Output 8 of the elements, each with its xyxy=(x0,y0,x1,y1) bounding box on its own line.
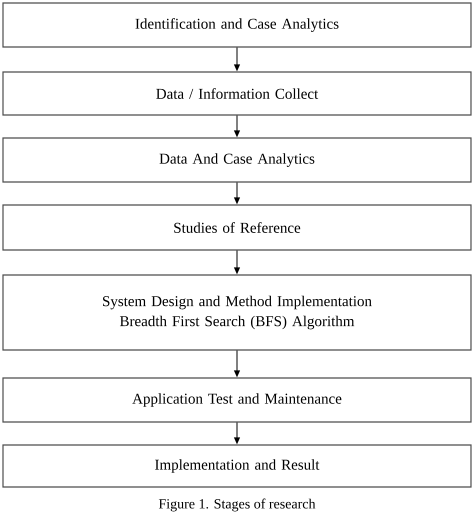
process-box: Application Test and Maintenance xyxy=(2,377,472,423)
process-box: System Design and Method Implementation Breadth First Search (BFS) Algorithm xyxy=(2,274,472,351)
process-box: Implementation and Result xyxy=(2,444,472,488)
process-box: Data And Case Analytics xyxy=(2,137,472,183)
process-box: Data / Information Collect xyxy=(2,71,472,116)
process-box: Identification and Case Analytics xyxy=(2,2,472,48)
process-box: Studies of Reference xyxy=(2,204,472,251)
caption: Figure 1. Stages of research xyxy=(158,498,316,512)
